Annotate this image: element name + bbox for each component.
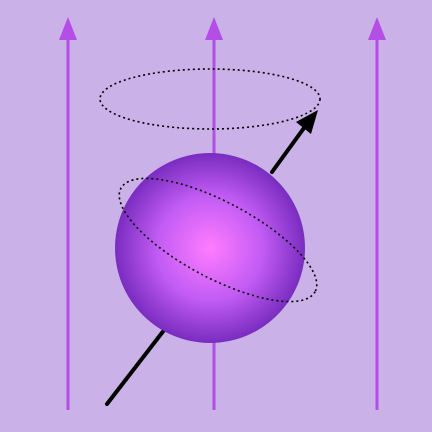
spin-axis-upper — [270, 126, 306, 174]
spin-axis-lower — [105, 323, 170, 406]
arrow-up-icon — [59, 17, 77, 40]
field-line-right — [368, 17, 386, 410]
precession-path-ellipse — [99, 68, 321, 130]
rotation-path-ellipse — [118, 177, 318, 303]
arrow-up-icon — [368, 17, 386, 40]
arrow-up-icon — [205, 17, 223, 40]
particle-sphere — [115, 153, 305, 343]
field-line-left — [59, 17, 77, 410]
arrow-head-icon — [296, 110, 318, 134]
spin-axis-arrow — [270, 110, 318, 174]
